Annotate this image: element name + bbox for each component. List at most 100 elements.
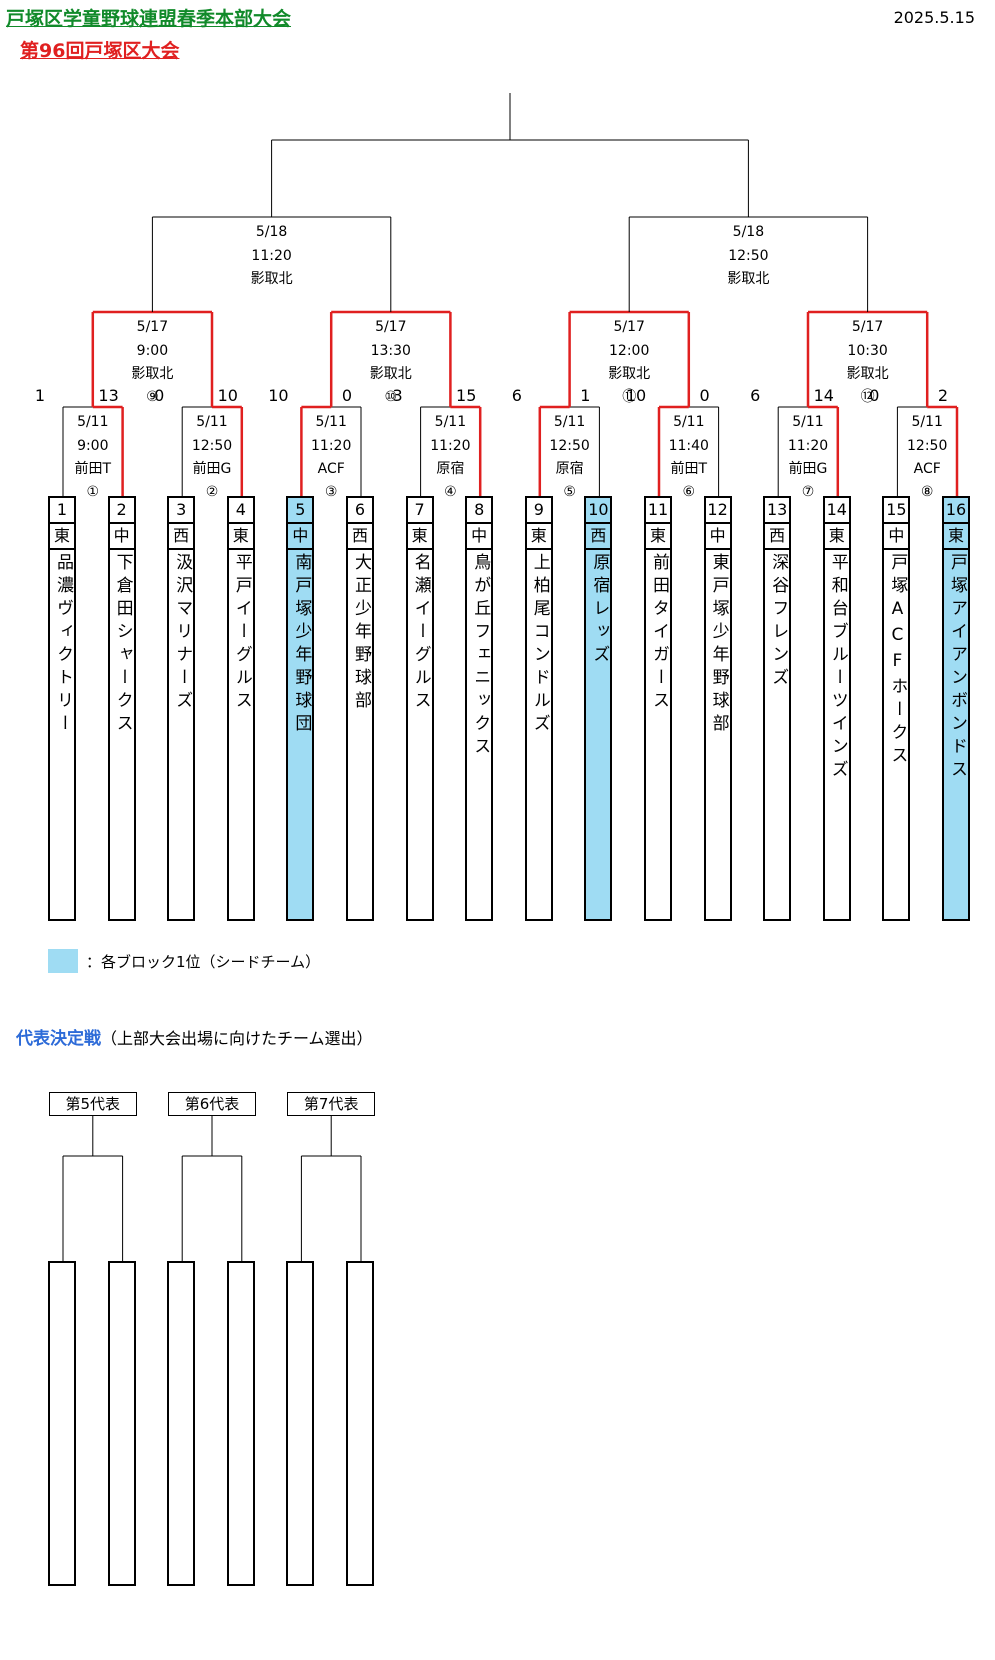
round2-time: 12:00	[609, 343, 649, 359]
team-number: 3	[169, 498, 194, 524]
team-number: 2	[109, 498, 134, 524]
round1-game-number: ⑧	[921, 484, 934, 500]
team-name: 平戸イーグルス	[231, 553, 252, 714]
round1-time: 9:00	[77, 438, 108, 454]
round1-venue: ACF	[914, 461, 941, 477]
team-area: 東	[646, 524, 670, 550]
team-name: 下倉田シャークス	[112, 553, 133, 737]
round1-score-right: 15	[456, 386, 476, 405]
round3-date: 5/18	[256, 224, 287, 240]
team-name: 鳥が丘フェニックス	[470, 553, 491, 760]
round3-time: 11:20	[251, 248, 291, 264]
team-name: 大正少年野球部	[351, 553, 371, 714]
team-area: 中	[884, 524, 909, 550]
round2-venue: 影取北	[847, 366, 889, 382]
round2-time: 10:30	[847, 343, 887, 359]
team-name: 品濃ヴィクトリー	[53, 553, 73, 737]
round3-date: 5/18	[733, 224, 764, 240]
team-number: 5	[288, 498, 313, 524]
team-name: 戸塚ACFホークス	[887, 553, 908, 769]
round1-score-right: 0	[342, 386, 352, 405]
round1-game-number: ⑤	[563, 484, 576, 500]
representative-slot	[286, 1261, 315, 1586]
round1-game-number: ③	[325, 484, 338, 500]
round1-score-left: 0	[869, 386, 879, 405]
representative-section-title: 代表決定戦（上部大会出場に向けたチーム選出）	[16, 1024, 373, 1049]
round1-score-right: 13	[98, 386, 118, 405]
tournament-title: 戸塚区学童野球連盟春季本部大会	[6, 8, 292, 30]
team-name: 戸塚アイアンボンドス	[947, 553, 967, 783]
representative-label: 第6代表	[168, 1092, 256, 1116]
round2-game-number: ⑫	[861, 389, 875, 405]
team-area: 中	[467, 524, 492, 550]
round1-date: 5/11	[196, 414, 227, 430]
round1-date: 5/11	[554, 414, 585, 430]
round2-game-number: ⑨	[146, 389, 159, 405]
round1-score-right: 14	[814, 386, 834, 405]
representative-note: （上部大会出場に向けたチーム選出）	[101, 1029, 373, 1048]
tournament-subtitle: 第96回戸塚区大会	[20, 40, 180, 62]
round1-time: 12:50	[192, 438, 232, 454]
round1-game-number: ②	[206, 484, 219, 500]
round1-score-right: 10	[218, 386, 238, 405]
seed-legend-swatch	[48, 949, 78, 973]
team-name: 原宿レッズ	[589, 553, 610, 668]
representative-slot	[167, 1261, 196, 1586]
round2-date: 5/17	[375, 319, 406, 335]
round1-venue: 前田G	[789, 460, 828, 477]
team-name: 東戸塚少年野球部	[708, 553, 729, 737]
round3-venue: 影取北	[727, 271, 769, 287]
round1-venue: 前田T	[671, 460, 708, 477]
round2-venue: 影取北	[370, 366, 412, 382]
round1-score-left: 10	[268, 386, 288, 405]
representative-slot	[226, 1261, 255, 1586]
team-area: 東	[407, 524, 432, 550]
round1-date: 5/11	[435, 414, 466, 430]
team-number: 8	[467, 498, 492, 524]
round1-time: 11:40	[669, 438, 709, 454]
round1-time: 12:50	[907, 438, 947, 454]
team-area: 中	[705, 524, 730, 550]
team-name: 名瀬イーグルス	[410, 553, 431, 714]
team-area: 東	[944, 524, 968, 550]
team-area: 西	[765, 524, 790, 550]
round1-time: 12:50	[549, 438, 589, 454]
round1-score-left: 0	[154, 386, 164, 405]
team-number: 11	[646, 498, 670, 524]
round1-date: 5/11	[792, 414, 823, 430]
team-name: 南戸塚少年野球団	[291, 553, 312, 737]
round1-score-left: 1	[35, 386, 45, 405]
team-number: 14	[824, 498, 849, 524]
representative-title: 代表決定戦	[16, 1029, 101, 1049]
publish-date: 2025.5.15	[893, 8, 975, 27]
team-number: 7	[407, 498, 432, 524]
team-area: 東	[526, 524, 551, 550]
team-area: 東	[50, 524, 74, 550]
round1-score-right: 2	[938, 386, 948, 405]
round1-game-number: ④	[444, 484, 457, 500]
round2-game-number: ⑪	[622, 389, 636, 405]
round1-game-number: ⑥	[683, 484, 696, 500]
round1-date: 5/11	[911, 414, 942, 430]
round2-time: 9:00	[137, 343, 168, 359]
representative-slot	[107, 1261, 136, 1586]
round1-date: 5/11	[77, 414, 108, 430]
team-name: 平和台ブルーツインズ	[827, 553, 848, 783]
round1-game-number: ⑦	[802, 484, 815, 500]
team-name: 汲沢マリナーズ	[172, 553, 193, 714]
round2-venue: 影取北	[608, 366, 650, 382]
